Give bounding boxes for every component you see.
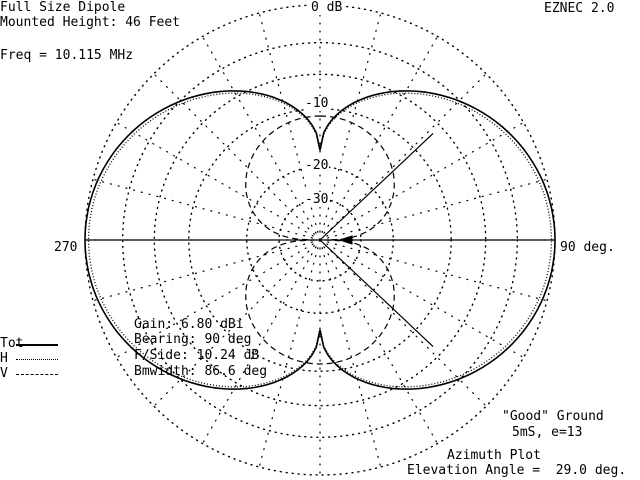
- spoke-300: [115, 121, 321, 241]
- legend-label-tot: Tot: [0, 336, 24, 351]
- beamwidth-line-1: [319, 133, 434, 241]
- mounted-height: Mounted Height: 46 Feet: [0, 15, 181, 30]
- series-h-curve: [87, 92, 553, 388]
- spoke-30: [319, 35, 439, 241]
- legend-line-tot: [16, 344, 58, 346]
- series-tot-curve: [84, 90, 556, 390]
- gain-readout: Gain: 6.80 dBi: [134, 317, 244, 332]
- legend-line-v: [16, 374, 58, 375]
- series-v-curve: [245, 115, 395, 365]
- bearing-cursor-arrow: [338, 235, 353, 245]
- legend-label-v: V: [0, 366, 8, 381]
- ring-label-minus10: -10: [304, 96, 330, 111]
- tot-pattern-trace: [84, 90, 556, 390]
- app-name: EZNEC 2.0: [544, 1, 615, 16]
- ring-label-0db: 0 dB: [310, 0, 344, 15]
- beamwidth-line-2: [319, 239, 434, 347]
- spoke-285: [92, 178, 321, 241]
- spoke-315: [153, 73, 321, 241]
- legend-label-h: H: [0, 351, 8, 366]
- ring-label-minus20: -20: [304, 158, 330, 173]
- spoke-330: [201, 35, 321, 241]
- spoke-135: [319, 239, 487, 407]
- spoke-45: [319, 73, 487, 241]
- ground-params: 5mS, e=13: [512, 425, 583, 440]
- plot-type: Azimuth Plot: [447, 448, 541, 463]
- elevation-angle: Elevation Angle = 29.0 deg.: [407, 463, 627, 478]
- spoke-75: [319, 178, 548, 241]
- plot-title: Full Size Dipole: [0, 0, 126, 15]
- spoke-195: [258, 239, 321, 468]
- spoke-105: [319, 239, 548, 302]
- bmwidth-readout: Bmwidth: 86.6 deg: [134, 364, 268, 379]
- fside-readout: F/Side: 10.24 dB: [134, 348, 260, 363]
- angle-label-270: 270: [54, 240, 78, 255]
- spoke-165: [319, 239, 382, 468]
- ground-type: "Good" Ground: [502, 409, 604, 424]
- spoke-60: [319, 121, 525, 241]
- angle-label-90: 90 deg.: [560, 240, 615, 255]
- legend-line-h: [16, 359, 58, 360]
- frequency-readout: Freq = 10.115 MHz: [0, 48, 134, 63]
- spoke-255: [92, 239, 321, 302]
- spoke-150: [319, 239, 439, 445]
- plot-axes: [86, 133, 554, 347]
- h-pattern-trace: [87, 92, 553, 388]
- v-pattern-trace: [245, 115, 395, 365]
- spoke-120: [319, 239, 525, 359]
- bearing-readout: Bearing: 90 deg: [134, 332, 252, 347]
- ring-label-minus30: -30: [304, 192, 330, 207]
